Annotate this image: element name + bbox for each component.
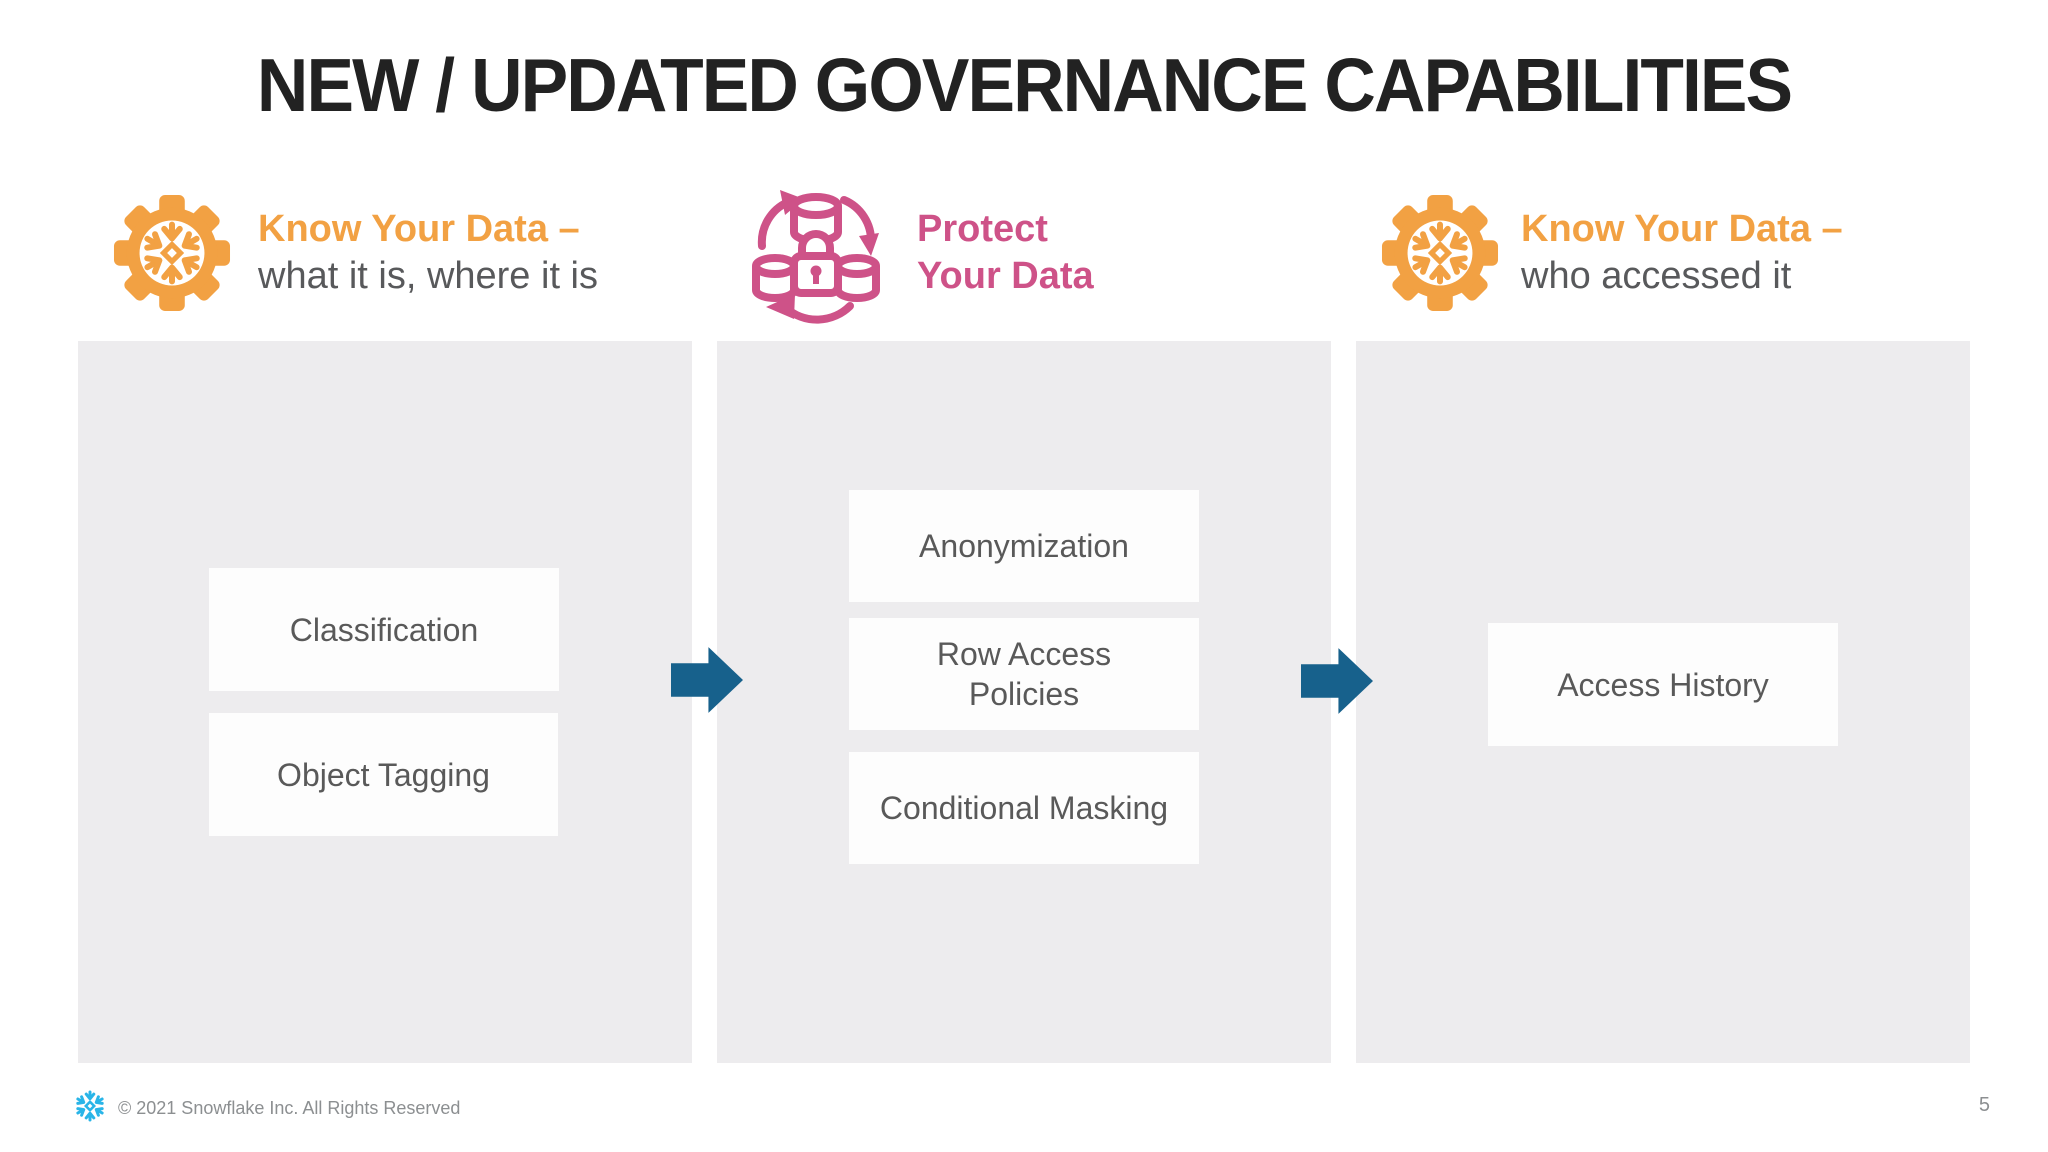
footer-copyright: © 2021 Snowflake Inc. All Rights Reserve…: [118, 1098, 461, 1118]
capability-box-row-access-policies: Row Access Policies: [849, 618, 1199, 730]
capability-label: Row Access Policies: [936, 636, 1112, 712]
capability-box-anonymization: Anonymization: [849, 490, 1199, 602]
capability-box-classification: Classification: [209, 568, 559, 691]
capability-box-access-history: Access History: [1488, 623, 1838, 746]
heading-title: Protect: [917, 208, 1048, 250]
gear-snowflake-icon: [113, 191, 231, 315]
heading-title: Know Your Data –: [1521, 208, 1843, 250]
gear-snowflake-icon: [1381, 191, 1499, 315]
slide-title: NEW / UPDATED GOVERNANCE CAPABILITIES: [256, 43, 1793, 127]
heading-subtitle: what it is, where it is: [258, 255, 598, 297]
column-heading: Know Your Data – what it is, where it is: [258, 206, 598, 300]
column-heading: Know Your Data – who accessed it: [1521, 206, 1843, 300]
snowflake-logo-icon: [73, 1089, 107, 1123]
heading-subtitle: Your Data: [917, 255, 1094, 297]
heading-title: Know Your Data –: [258, 208, 580, 250]
page-number: 5: [1978, 1094, 1990, 1116]
panel-know-your-data-what: [78, 341, 692, 1063]
column-heading: Protect Your Data: [917, 206, 1094, 300]
capability-box-object-tagging: Object Tagging: [209, 713, 558, 836]
protect-data-cycle-icon: [750, 184, 882, 324]
heading-subtitle: who accessed it: [1521, 255, 1792, 297]
capability-box-conditional-masking: Conditional Masking: [849, 752, 1199, 864]
